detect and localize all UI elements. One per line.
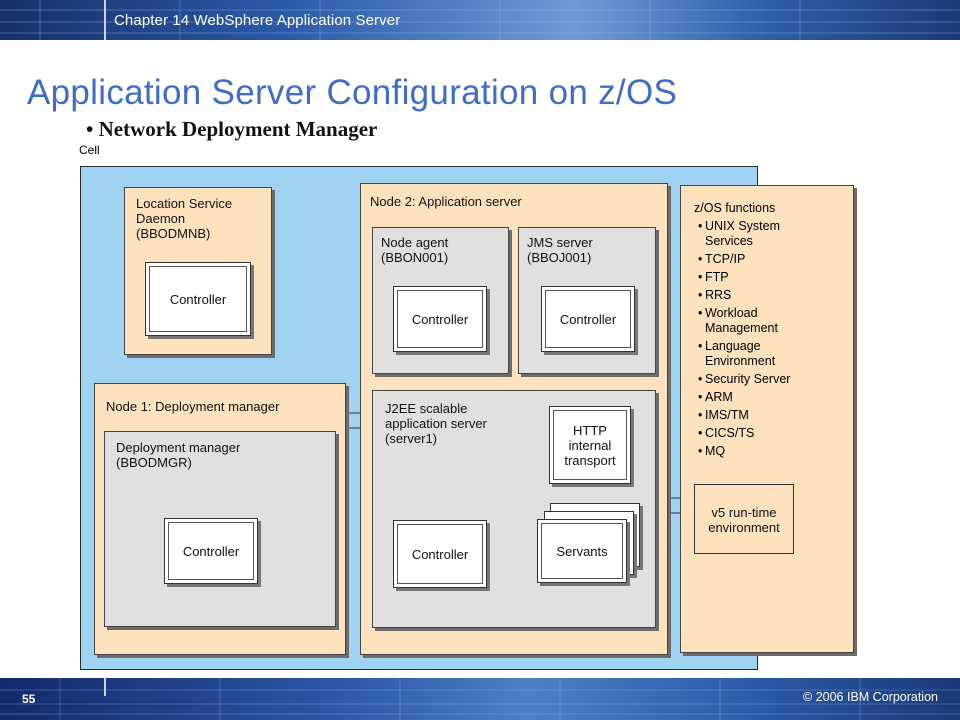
zos-function-line1: IMS/TM	[705, 408, 749, 422]
servants-label: Servants	[541, 523, 623, 579]
zos-function-line2: Environment	[705, 354, 776, 368]
footer-circuit-pattern	[0, 678, 960, 720]
deployment-manager-controller: Controller	[164, 518, 258, 584]
zos-function-line2: Services	[705, 234, 753, 248]
chapter-title: Chapter 14 WebSphere Application Server	[114, 12, 401, 29]
jms-server-controller: Controller	[541, 286, 635, 352]
zos-function-line1: ARM	[705, 390, 733, 404]
jms-server-label-line1: JMS server	[527, 235, 593, 250]
bullet-icon: •	[698, 444, 703, 458]
zos-function-item: •Security Server	[694, 372, 854, 387]
node1-label: Node 1: Deployment manager	[106, 399, 280, 414]
zos-functions-box	[680, 185, 854, 653]
bullet-icon: •	[698, 408, 703, 422]
bullet-text: Network Deployment Manager	[98, 117, 378, 141]
v5-runtime-environment-box: v5 run-time environment	[694, 484, 794, 554]
zos-function-line1: Workload	[705, 306, 758, 320]
bullet-icon: •	[698, 219, 703, 233]
runtime-label-line2: environment	[708, 520, 780, 535]
lsd-label-line1: Location Service	[136, 196, 233, 211]
http-label-line2: internal	[568, 437, 612, 453]
zos-function-item: •FTP	[694, 270, 854, 285]
copyright: © 2006 IBM Corporation	[803, 690, 938, 704]
bullet-point: • Network Deployment Manager	[86, 117, 378, 141]
header-divider	[104, 0, 106, 40]
bullet-icon: •	[698, 306, 703, 320]
bullet-icon: •	[698, 372, 703, 386]
zos-function-line1: RRS	[705, 288, 732, 302]
zos-function-item: •MQ	[694, 444, 854, 459]
j2ee-controller-label: Controller	[397, 524, 483, 584]
page-number: 55	[22, 692, 36, 706]
node-agent-label-line2: (BBON001)	[381, 250, 449, 265]
j2ee-label-line3: (server1)	[385, 431, 438, 446]
zos-function-line1: UNIX System	[705, 219, 781, 233]
j2ee-label-line1: J2EE scalable	[385, 401, 468, 416]
http-label-line3: transport	[564, 452, 616, 468]
bullet-icon: •	[698, 252, 703, 266]
slide-title: Application Server Configuration on z/OS	[27, 73, 678, 112]
zos-functions-title: z/OS functions	[694, 201, 776, 215]
j2ee-label-line2: application server	[385, 416, 487, 431]
deployment-manager-label-line1: Deployment manager	[116, 440, 241, 455]
footer-divider	[104, 678, 106, 696]
jms-server-label-line2: (BBOJ001)	[527, 250, 592, 265]
zos-function-line2: Management	[705, 321, 778, 335]
header-circuit-pattern	[0, 0, 960, 40]
servants-box: Servants	[537, 519, 627, 583]
footer-bar: 55 © 2006 IBM Corporation	[0, 678, 960, 720]
bullet-icon: •	[698, 288, 703, 302]
lsd-label-line2: Daemon	[136, 211, 186, 226]
zos-function-item: •IMS/TM	[694, 408, 854, 423]
node1-node2-connector	[346, 412, 361, 429]
zos-function-item: •ARM	[694, 390, 854, 405]
zos-function-line1: Security Server	[705, 372, 791, 386]
lsd-controller: Controller	[145, 262, 251, 336]
j2ee-controller: Controller	[393, 520, 487, 588]
node-agent-controller: Controller	[393, 286, 487, 352]
bullet-icon: •	[698, 270, 703, 284]
zos-function-item: •RRS	[694, 288, 854, 303]
node-agent-controller-label: Controller	[397, 290, 483, 348]
zos-function-line1: MQ	[705, 444, 726, 458]
bullet-icon: •	[698, 390, 703, 404]
bullet-icon: •	[698, 426, 703, 440]
cell-label: Cell	[79, 143, 100, 157]
zos-function-item: •TCP/IP	[694, 252, 854, 267]
zos-function-line1: FTP	[705, 270, 729, 284]
zos-function-item: •CICS/TS	[694, 426, 854, 441]
jms-server-controller-label: Controller	[545, 290, 631, 348]
zos-function-line1: Language	[705, 339, 761, 353]
deployment-manager-label-line2: (BBODMGR)	[116, 455, 192, 470]
http-label-line1: HTTP	[573, 422, 607, 438]
header-bar: Chapter 14 WebSphere Application Server	[0, 0, 960, 40]
lsd-controller-label: Controller	[149, 266, 247, 332]
runtime-label-line1: v5 run-time	[711, 505, 777, 520]
node2-label: Node 2: Application server	[370, 194, 522, 209]
lsd-label-line3: (BBODMNB)	[136, 226, 211, 241]
zos-function-line1: CICS/TS	[705, 426, 755, 440]
bullet-icon: •	[698, 339, 703, 353]
http-internal-transport-box: HTTP internal transport	[549, 406, 631, 484]
zos-function-line1: TCP/IP	[705, 252, 746, 266]
deployment-manager-controller-label: Controller	[168, 522, 254, 580]
node-agent-label-line1: Node agent	[381, 235, 449, 250]
